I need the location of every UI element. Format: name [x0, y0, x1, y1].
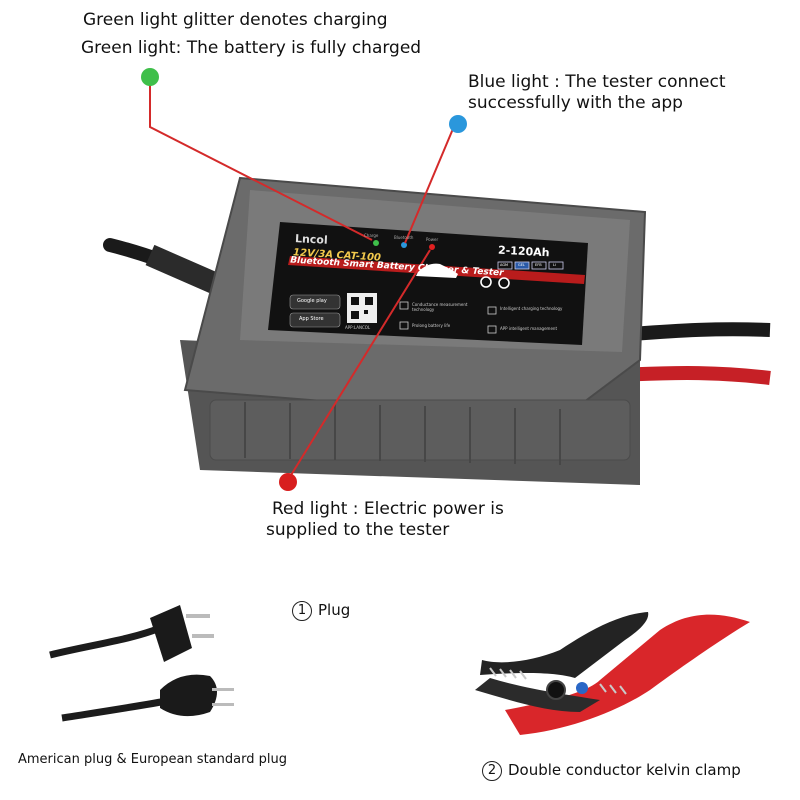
plug-caption: American plug & European standard plug — [18, 752, 287, 767]
mode-efb: EFB — [535, 263, 542, 267]
panel-led-label-charge: Charge — [364, 233, 379, 238]
moto-wheel-2 — [498, 277, 510, 289]
blue-caption-line2: successfully with the app — [468, 93, 683, 113]
mode-box-2 — [514, 261, 530, 270]
plug-heading: 1 Plug — [292, 598, 350, 622]
us-plug-cable — [49, 624, 162, 659]
panel-led-red — [429, 244, 435, 250]
eu-pin-2 — [212, 703, 234, 706]
red-leader-line — [287, 249, 431, 481]
black-clamp-lower — [475, 678, 600, 712]
panel-brand: Lncol — [294, 232, 329, 247]
clamp-number-badge: 2 — [482, 760, 502, 781]
feature-1-label: Conductance measurement technology — [412, 302, 468, 312]
rib-lines — [244, 402, 561, 465]
clamp-heading: 2 Double conductor kelvin clamp — [482, 758, 741, 782]
mode-box-3 — [531, 261, 547, 270]
feature-icon-1 — [399, 301, 409, 310]
panel-led-label-bluetooth: Bluetooth — [394, 235, 414, 240]
output-cable-black — [619, 322, 771, 342]
red-caption-line2: supplied to the tester — [266, 520, 450, 540]
feature-2-label: Intelligent charging technology — [500, 306, 563, 311]
panel-capacity: 2-120Ah — [497, 243, 550, 260]
clamp-title: Double conductor kelvin clamp — [508, 761, 741, 779]
mode-box-1 — [497, 261, 513, 270]
panel-led-green — [373, 240, 379, 246]
green-glitter-caption: Green light glitter denotes charging — [83, 10, 388, 30]
clamp-pivot — [546, 680, 566, 700]
feature-icon-3 — [399, 321, 409, 330]
feature-3-label: Prolong battery life — [412, 323, 451, 328]
mode-gel: GEL — [518, 263, 525, 267]
plug-title: Plug — [318, 601, 351, 619]
moto-wheel-1 — [480, 276, 492, 288]
green-indicator-dot — [141, 68, 159, 86]
us-prong-2 — [192, 634, 214, 638]
us-plug-body — [150, 605, 192, 662]
eu-plug-body — [160, 674, 217, 717]
us-prong-1 — [186, 614, 210, 618]
feature-4-label: APP intelligent management — [500, 326, 558, 331]
green-full-caption: Green light: The battery is fully charge… — [81, 38, 422, 58]
clamp-rivet-blue — [576, 682, 588, 694]
feature-icon-2 — [487, 306, 497, 315]
mode-li: Li — [553, 263, 556, 267]
app-label: APP:LANCOL — [345, 325, 371, 330]
green-leader-line — [149, 77, 373, 241]
plug-number-badge: 1 — [292, 600, 312, 621]
app-store-badge — [289, 312, 341, 328]
app-store-label: App Store — [299, 316, 324, 322]
mode-box-4 — [548, 261, 564, 270]
red-caption-line1: Red light : Electric power is — [272, 499, 504, 519]
red-indicator-dot — [279, 473, 297, 491]
black-clamp-upper — [480, 612, 649, 678]
output-cable-red — [619, 366, 771, 385]
eu-pin-1 — [212, 688, 234, 691]
eu-plug-cable — [61, 696, 173, 722]
clamp-teeth — [489, 667, 627, 695]
car-icon — [416, 263, 458, 278]
feature-icon-4 — [487, 325, 497, 334]
housing-ribs — [209, 399, 631, 461]
blue-leader-line — [404, 123, 456, 244]
blue-indicator-dot — [449, 115, 467, 133]
panel-led-blue — [401, 242, 407, 248]
mode-agm: AGM — [500, 263, 509, 267]
google-play-badge — [289, 294, 341, 310]
blue-caption-line1: Blue light : The tester connect — [468, 72, 726, 92]
panel-led-label-power: Power — [426, 237, 439, 242]
google-play-label: Google play — [297, 298, 327, 304]
